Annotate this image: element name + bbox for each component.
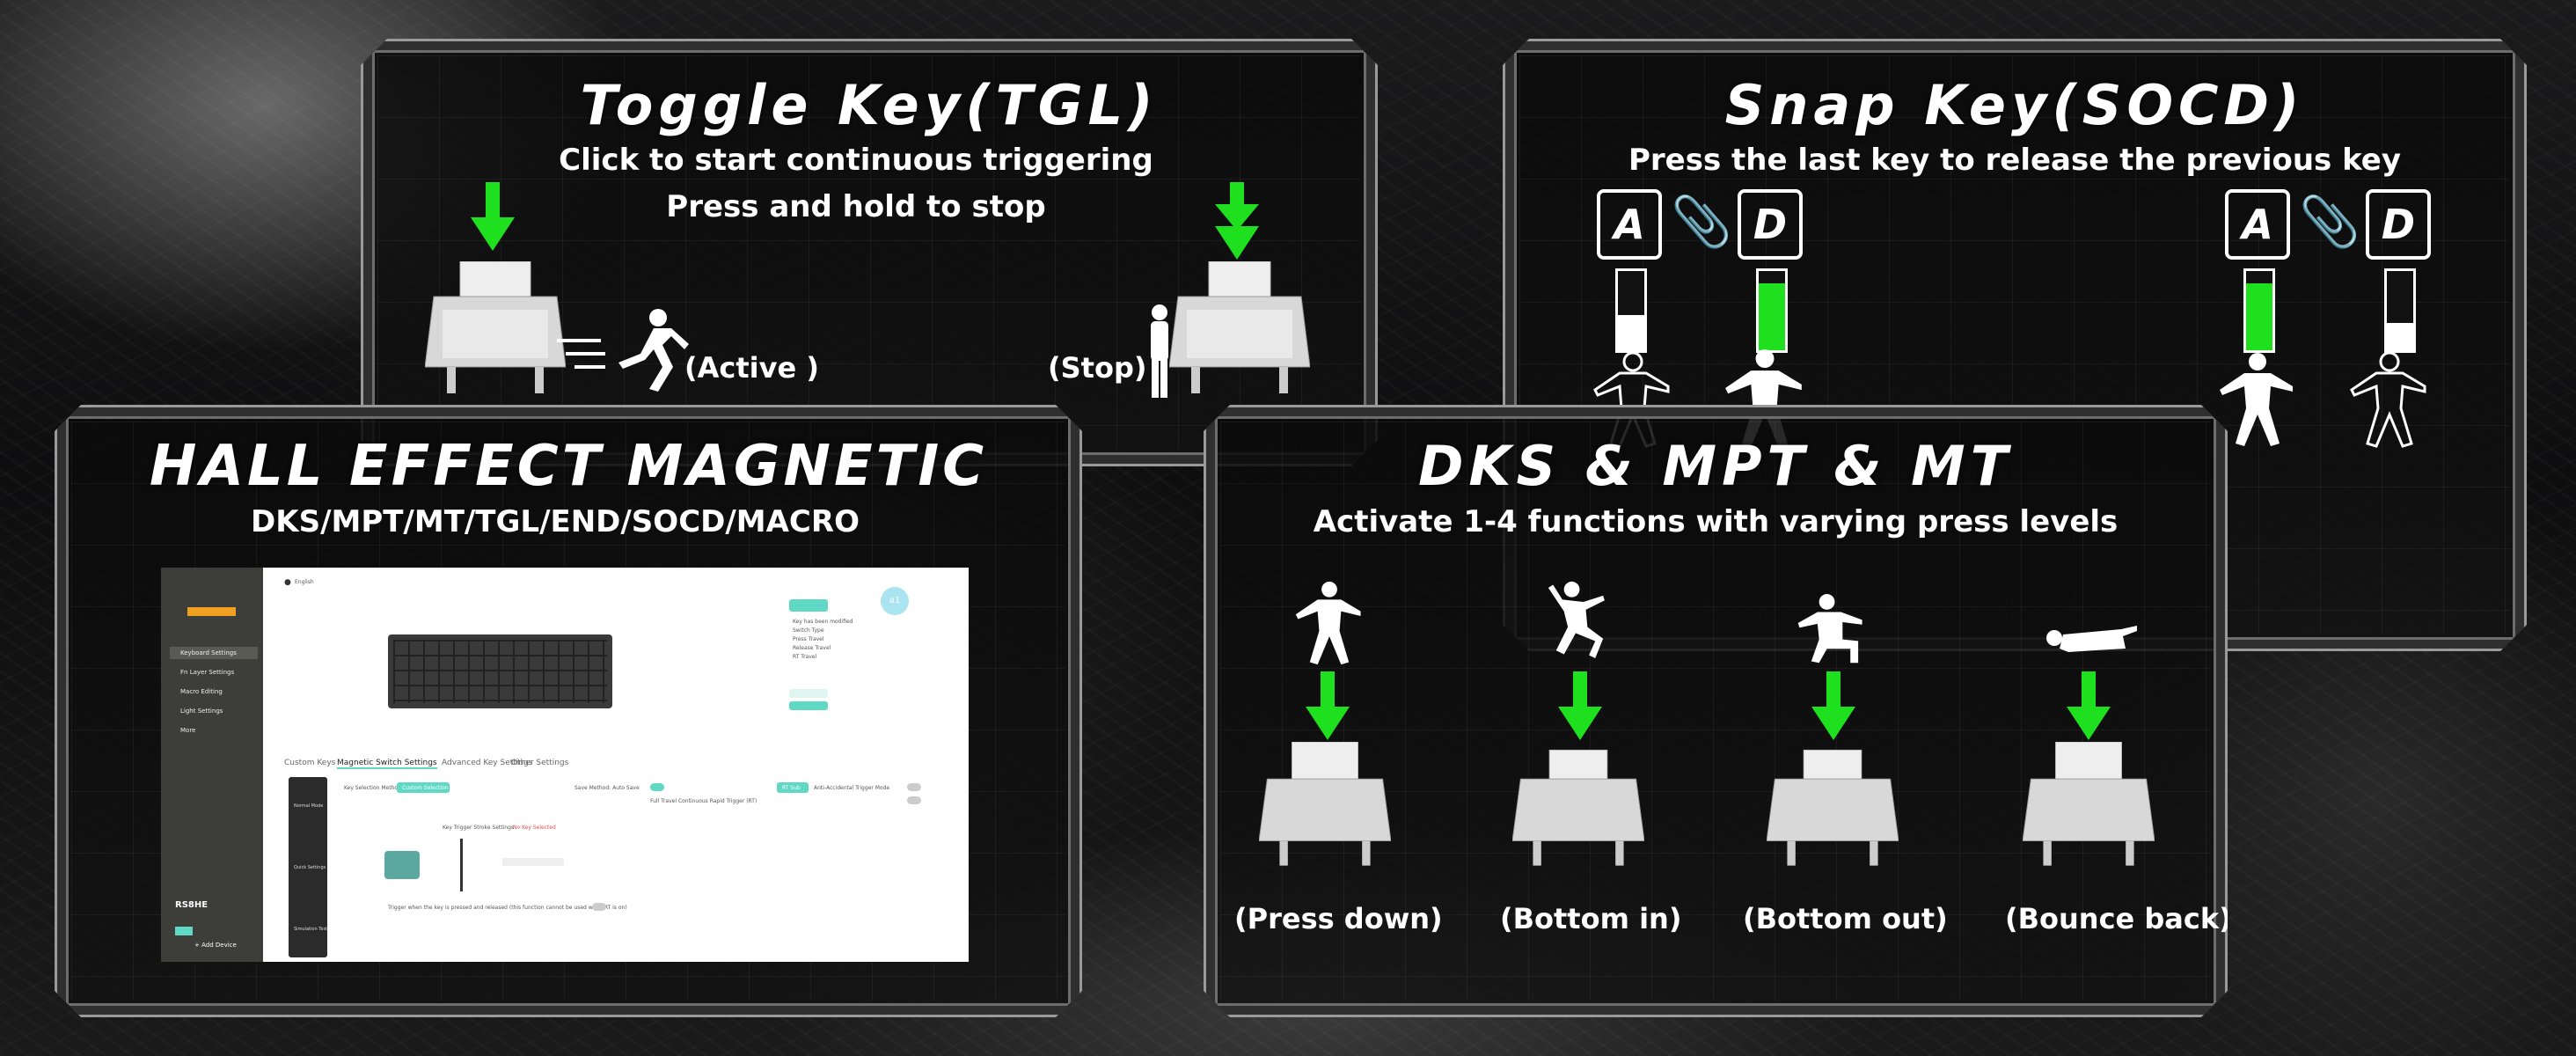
language-select[interactable]: English — [295, 579, 314, 585]
meter-a-left — [1615, 268, 1647, 353]
switch-bottom-in-icon — [1512, 742, 1644, 874]
soldier-prone-icon — [2042, 619, 2139, 663]
mechanical-switch-icon — [425, 261, 566, 402]
stop-label: (Stop) — [1048, 351, 1147, 385]
switch-bottom-out-icon — [1767, 742, 1899, 874]
sidebar-item-light[interactable]: Light Settings — [180, 708, 223, 715]
tab-magnetic-switch[interactable]: Magnetic Switch Settings — [337, 759, 437, 769]
toggle-line1: Click to start continuous triggering — [559, 143, 1153, 178]
stroke-input[interactable] — [502, 858, 564, 866]
dks-subtitle: Activate 1-4 functions with varying pres… — [1313, 504, 2119, 539]
trigger-note-toggle[interactable] — [592, 903, 606, 911]
snap-title: Snap Key(SOCD) — [1724, 73, 2305, 137]
dks-title: DKS & MPT & MT — [1417, 434, 2014, 498]
sidebar-item-more[interactable]: More — [180, 727, 196, 734]
globe-icon[interactable]: ● — [284, 578, 291, 587]
mechanical-switch-pressed-icon — [1169, 261, 1310, 402]
soldier-kneeling-icon — [1796, 592, 1866, 667]
toggle-line2: Press and hold to stop — [666, 189, 1046, 224]
rt-sub-label: RT Sub — [782, 785, 801, 791]
soldier-solid-icon-2 — [2218, 351, 2297, 448]
action-button-2[interactable] — [789, 701, 828, 710]
switch-press-down-icon — [1259, 742, 1391, 874]
avatar-badge[interactable]: a1 — [881, 587, 909, 615]
anti-accidental-toggle[interactable] — [907, 783, 921, 791]
mode-simulation[interactable]: Simulation Test — [294, 927, 328, 932]
state-bounce-back: (Bounce back) — [2005, 902, 2232, 935]
auto-save-toggle[interactable] — [650, 783, 664, 791]
save-method-label: Save Method: Auto Save — [574, 785, 640, 791]
dks-panel: DKS & MPT & MT Activate 1-4 functions wi… — [1204, 405, 2228, 1017]
state-bottom-in: (Bottom in) — [1500, 902, 1682, 935]
standing-person-icon — [1142, 304, 1177, 400]
snap-subtitle: Press the last key to release the previo… — [1628, 143, 2402, 178]
key-d-right: D — [2366, 189, 2431, 260]
tab-custom-keys[interactable]: Custom Keys — [284, 759, 336, 767]
no-key-selected: No Key Selected — [513, 825, 556, 831]
legend-modified: Key has been modified — [793, 619, 853, 625]
custom-selection-button[interactable]: Custom Selection — [397, 782, 450, 793]
hall-title: HALL EFFECT MAGNETIC — [149, 434, 988, 499]
keyboard-preview — [388, 634, 612, 708]
toggle-title: Toggle Key(TGL) — [580, 73, 1159, 137]
soldier-outline-icon-2 — [2350, 351, 2429, 448]
anti-accidental-label: Anti-Accidental Trigger Mode — [814, 785, 890, 791]
toggle-key-panel: Toggle Key(TGL) Click to start continuou… — [361, 39, 1378, 466]
tab-other-settings[interactable]: Other Settings — [511, 759, 569, 767]
sidebar-item-fn-layer[interactable]: Fn Layer Settings — [180, 669, 235, 676]
double-arrow-icon — [1215, 182, 1259, 261]
brand-logo — [187, 607, 236, 616]
state-bottom-out: (Bottom out) — [1743, 902, 1948, 935]
action-button-1[interactable] — [789, 689, 828, 698]
trigger-note: Trigger when the key is pressed and rele… — [388, 905, 627, 911]
meter-d-left — [1756, 268, 1788, 353]
tab-advanced-keys[interactable]: Advanced Key Settings — [442, 759, 533, 767]
sidebar-item-macro[interactable]: Macro Editing — [180, 688, 223, 695]
device-name: RS8HE — [175, 900, 209, 910]
legend-switch-type: Switch Type — [793, 627, 824, 634]
meter-d-right — [2384, 268, 2416, 353]
soldier-standing-icon — [1294, 579, 1365, 667]
reset-button[interactable] — [789, 599, 828, 612]
mode-normal[interactable]: Normal Mode — [294, 803, 324, 809]
legend-rt: RT Travel — [793, 654, 817, 660]
add-device-button[interactable]: + Add Device — [194, 942, 237, 949]
key-a-left: A — [1597, 189, 1662, 260]
key-d-left: D — [1738, 189, 1803, 260]
paperclip-icon-2: 📎 — [2299, 194, 2360, 251]
key-selection-label: Key Selection Method — [344, 785, 401, 791]
trigger-stroke-label: Key Trigger Stroke Settings — [443, 825, 515, 831]
key-a-right: A — [2225, 189, 2290, 260]
paperclip-icon: 📎 — [1671, 194, 1732, 251]
green-arrow-icon-1 — [1306, 671, 1350, 742]
legend-press: Press Travel — [793, 636, 824, 642]
full-travel-label: Full Travel Continuous Rapid Trigger (RT… — [650, 798, 757, 804]
running-person-icon — [557, 305, 689, 393]
hall-subtitle: DKS/MPT/MT/TGL/END/SOCD/MACRO — [251, 504, 860, 539]
device-thumb — [175, 927, 193, 935]
green-arrow-icon — [471, 182, 515, 253]
app-sidebar: Keyboard Settings Fn Layer Settings Macr… — [161, 568, 263, 962]
active-label: (Active ) — [684, 351, 819, 385]
stroke-slider[interactable] — [460, 839, 463, 891]
switch-illustration — [384, 851, 420, 879]
green-arrow-icon-4 — [2067, 671, 2111, 742]
switch-bounce-back-icon — [2023, 742, 2155, 874]
mode-panel: Normal Mode Quick Settings Simulation Te… — [289, 777, 327, 957]
legend-release: Release Travel — [793, 645, 831, 651]
custom-selection-label: Custom Selection — [402, 785, 449, 791]
green-arrow-icon-2 — [1558, 671, 1602, 742]
state-press-down: (Press down) — [1234, 902, 1443, 935]
green-arrow-icon-3 — [1811, 671, 1855, 742]
sidebar-item-keyboard[interactable]: Keyboard Settings — [170, 647, 258, 659]
mode-quick[interactable]: Quick Settings — [294, 865, 326, 870]
soldier-jumping-icon — [1540, 579, 1611, 667]
rt-sub-button[interactable]: RT Sub — [777, 782, 809, 793]
full-travel-toggle[interactable] — [907, 796, 921, 804]
software-screenshot: Keyboard Settings Fn Layer Settings Macr… — [161, 568, 969, 962]
meter-a-right — [2243, 268, 2275, 353]
